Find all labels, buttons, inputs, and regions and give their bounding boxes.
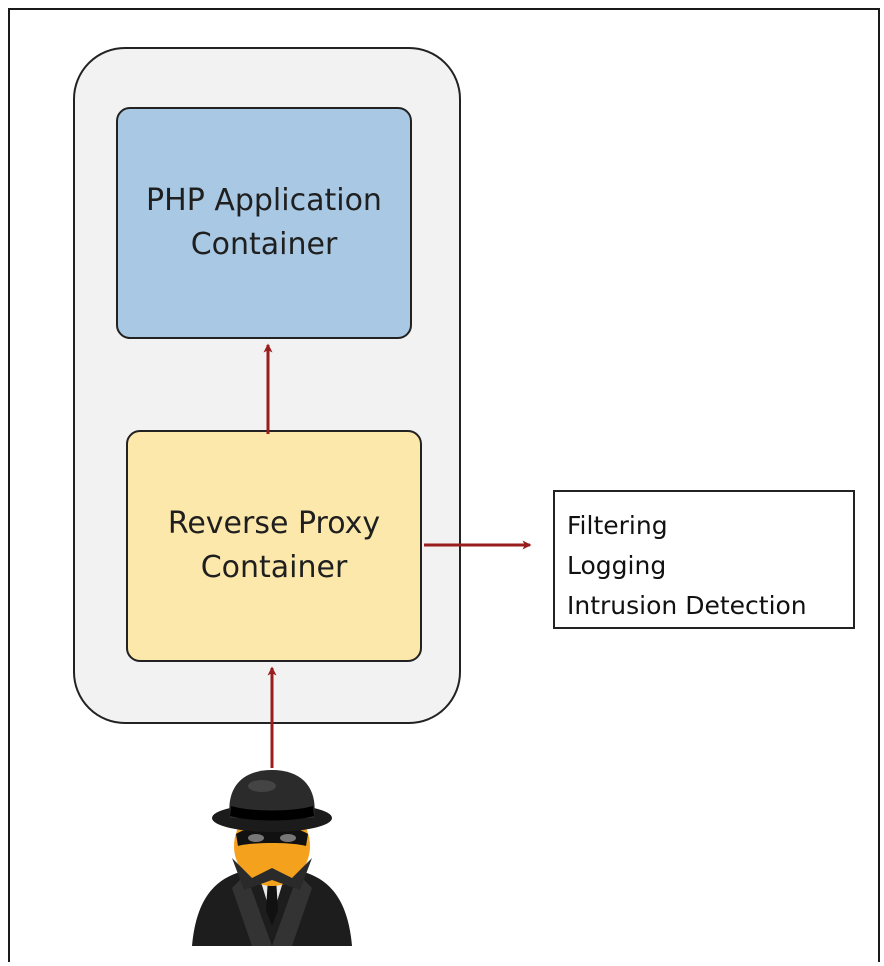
spy-attacker-icon (192, 770, 352, 946)
php-application-label: PHP Application Container (146, 183, 382, 262)
feature-logging: Logging (567, 551, 667, 580)
reverse-proxy-container: Reverse Proxy Container (126, 430, 422, 662)
feature-filtering: Filtering (567, 511, 668, 540)
feature-intrusion-detection: Intrusion Detection (567, 591, 807, 620)
php-application-container: PHP Application Container (116, 107, 412, 339)
proxy-features-box: Filtering Logging Intrusion Detection (553, 490, 855, 629)
reverse-proxy-label: Reverse Proxy Container (167, 506, 381, 585)
